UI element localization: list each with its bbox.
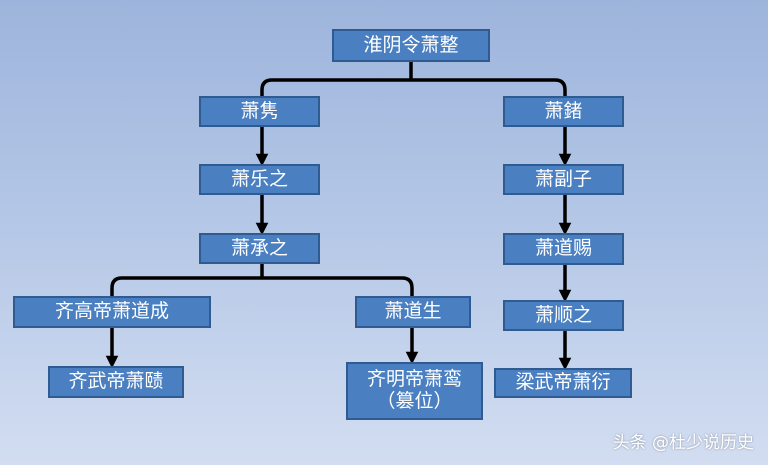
node-liang-wudi-xiao-yan: 梁武帝萧衍 — [494, 368, 632, 398]
node-xiao-ke: 萧鍺 — [503, 96, 624, 127]
watermark: 头条 @杜少说历史 — [612, 433, 754, 453]
node-qi-wudi-xiao-ze: 齐武帝萧赜 — [48, 366, 184, 398]
node-xiao-lezhi: 萧乐之 — [199, 164, 320, 195]
node-root-xiao-zheng: 淮阴令萧整 — [332, 29, 490, 62]
node-qi-gaodi-xiao-daocheng: 齐高帝萧道成 — [13, 296, 211, 328]
node-qi-mingdi-xiao-luan: 齐明帝萧鸾 （篡位） — [346, 362, 483, 420]
node-xiao-daosheng: 萧道生 — [355, 296, 471, 328]
qi-mingdi-name: 齐明帝萧鸾 — [366, 368, 462, 391]
connector-chengzhi-split — [110, 262, 414, 298]
node-xiao-daoci: 萧道赐 — [503, 233, 624, 265]
node-xiao-jun: 萧隽 — [199, 96, 320, 127]
node-xiao-chengzhi: 萧承之 — [199, 233, 320, 264]
connector-root-split — [260, 60, 567, 98]
node-xiao-fuzi: 萧副子 — [503, 164, 624, 195]
node-xiao-shunzhi: 萧顺之 — [503, 300, 624, 331]
qi-mingdi-usurpation-note: （篡位） — [376, 390, 453, 412]
